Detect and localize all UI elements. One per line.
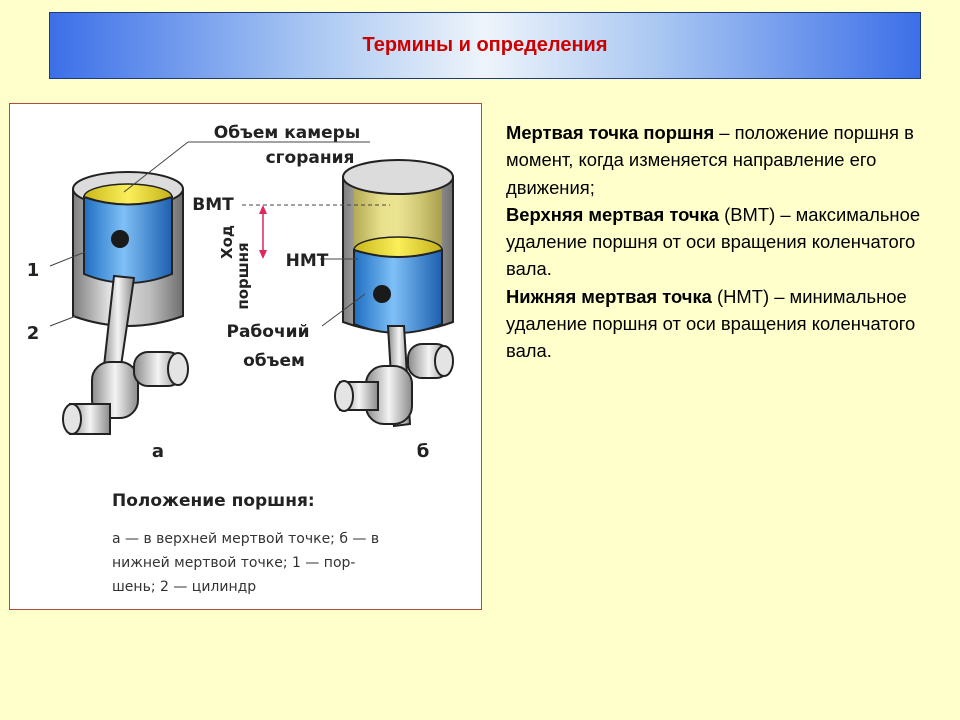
label-tdc: ВМТ <box>192 195 234 215</box>
definition-dead-point: Мертвая точка поршня – положение поршня … <box>506 119 946 201</box>
definition-dead-point-text: – положение поршня в момент, когда измен… <box>506 122 914 198</box>
leader-lines <box>49 141 390 327</box>
caption-line-3: шень; 2 — цилиндр <box>112 579 256 595</box>
term-dead-point: Мертвая точка поршня <box>506 122 715 143</box>
stroke-arrow <box>259 205 267 259</box>
definition-bdc-text: (НМТ) – минимальное удаление поршня от о… <box>506 285 916 362</box>
term-tdc: Верхняя мертвая точка <box>506 203 720 225</box>
piston-diagram: Объем камеры сгорания ВМТ НМТ Ход поршня… <box>9 103 482 610</box>
caption-title: Положение поршня: <box>112 491 315 511</box>
definition-tdc-text: (ВМТ) – максимальное удаление поршня от … <box>506 203 921 280</box>
title-bar: Термины и определения <box>49 12 921 79</box>
label-a: а <box>152 441 164 462</box>
label-cylinder-number: 2 <box>27 323 40 344</box>
label-chamber-1: Объем камеры <box>214 123 360 143</box>
term-bdc: Нижняя мертвая точка <box>506 285 712 307</box>
crank-b <box>334 325 454 428</box>
label-b: б <box>417 441 430 462</box>
cylinder-b <box>342 159 454 334</box>
label-chamber-2: сгорания <box>266 148 355 168</box>
definition-bdc: Нижняя мертвая точка (НМТ) – минимальное… <box>506 283 946 365</box>
piston-diagram-svg: Объем камеры сгорания ВМТ НМТ Ход поршня… <box>27 123 454 595</box>
caption-line-1: а — в верхней мертвой точке; б — в <box>112 531 379 547</box>
label-work-1: Рабочий <box>227 322 310 342</box>
label-work-2: объем <box>243 351 305 371</box>
crank-a <box>62 274 189 435</box>
definitions-text: Мертвая точка поршня – положение поршня … <box>506 119 946 365</box>
label-stroke-1: Ход <box>218 225 236 259</box>
page-title: Термины и определения <box>362 34 608 56</box>
cylinder-a <box>72 171 184 327</box>
label-bdc: НМТ <box>286 251 329 271</box>
caption-line-2: нижней мертвой точке; 1 — пор- <box>112 555 355 571</box>
label-stroke-2: поршня <box>234 242 252 309</box>
definition-tdc: Верхняя мертвая точка (ВМТ) – максимальн… <box>506 201 946 283</box>
label-piston-number: 1 <box>27 260 40 281</box>
